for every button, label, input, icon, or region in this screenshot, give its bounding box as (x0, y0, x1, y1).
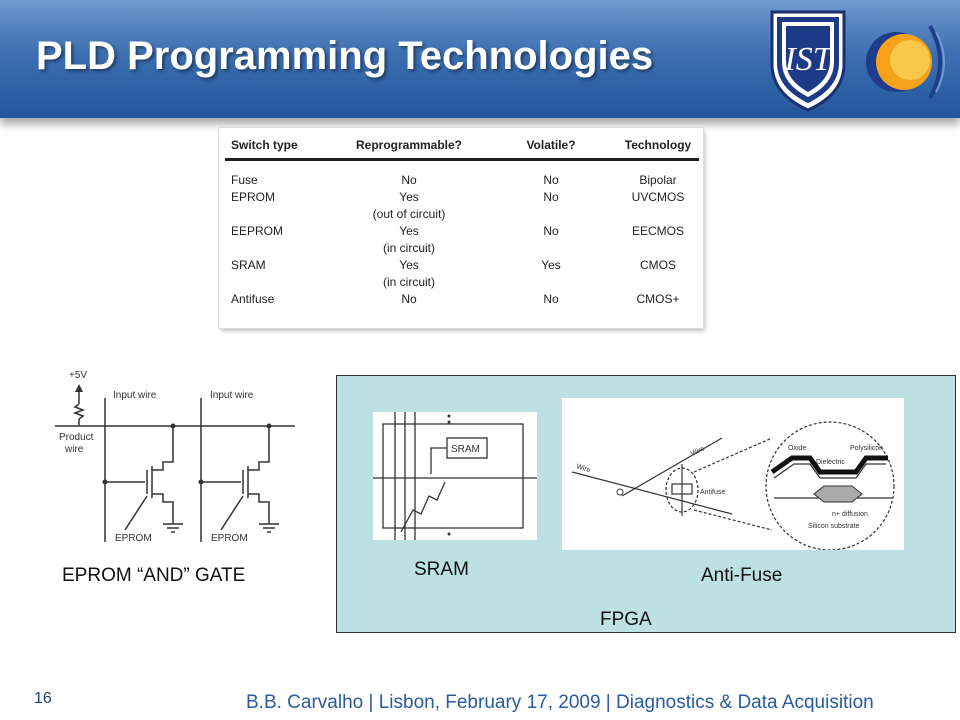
table-cell: SRAM (231, 258, 266, 272)
svg-text:IST: IST (783, 41, 833, 78)
table-row: Fuse No No Bipolar (225, 172, 699, 189)
table-cell (225, 274, 333, 291)
table-cell: No (543, 292, 559, 306)
table-cell: No (543, 224, 559, 238)
table-cell (617, 240, 699, 257)
table-cell (617, 206, 699, 223)
table-cell: CMOS+ (636, 292, 680, 306)
table-cell: No (543, 173, 559, 187)
diffusion-label: n+ diffusion (832, 511, 868, 518)
table-cell: Yes (399, 224, 419, 238)
slide-footer: B.B. Carvalho | Lisbon, February 17, 200… (246, 692, 874, 713)
antifuse-caption: Anti-Fuse (701, 565, 783, 586)
column-header: Reprogrammable? (333, 134, 485, 161)
table-header-row: Switch type Reprogrammable? Volatile? Te… (225, 134, 699, 161)
table-cell: Fuse (231, 173, 258, 187)
oxide-label: Oxide (788, 445, 806, 452)
table-cell (617, 274, 699, 291)
table-cell: CMOS (640, 258, 676, 272)
sram-caption: SRAM (414, 559, 469, 580)
table-cell: EPROM (231, 190, 276, 204)
ist-shield-logo: IST (770, 10, 846, 112)
table-cell: (in circuit) (382, 241, 435, 255)
product-wire-label: wire (64, 444, 84, 455)
table-row: EEPROM Yes No EECMOS (225, 223, 699, 240)
antifuse-label: Antifuse (700, 489, 725, 496)
sram-cell-label: SRAM (451, 444, 480, 455)
column-header: Volatile? (485, 134, 617, 161)
eprom-cell-label: EPROM (211, 533, 248, 544)
table-cell: EECMOS (631, 224, 684, 238)
slide-title: PLD Programming Technologies (36, 34, 654, 78)
table-cell: Yes (399, 190, 419, 204)
table-cell: (out of circuit) (372, 207, 446, 221)
eprom-and-gate-caption: EPROM “AND” GATE (62, 565, 246, 586)
input-wire-label: Input wire (210, 390, 254, 401)
switch-comparison-table: Switch type Reprogrammable? Volatile? Te… (219, 128, 703, 328)
table-cell: Yes (541, 258, 561, 272)
substrate-label: Silicon substrate (808, 523, 859, 530)
table-cell: No (543, 190, 559, 204)
column-header: Technology (617, 134, 699, 161)
wire-label: Wire (575, 463, 591, 474)
sram-switch-diagram: SRAM (373, 412, 537, 540)
page-number: 16 (34, 690, 52, 707)
eprom-and-gate-diagram: +5V Product wire Input wire Input wire E… (55, 370, 295, 544)
ipfn-logo (866, 25, 945, 99)
column-header: Switch type (225, 134, 333, 161)
table-cell (225, 206, 333, 223)
table-cell: UVCMOS (631, 190, 685, 204)
table-row: (in circuit) (225, 240, 699, 257)
product-wire-label: Product (59, 432, 94, 443)
table-cell: Antifuse (231, 292, 275, 306)
table-cell: EEPROM (231, 224, 284, 238)
table-cell (485, 274, 617, 291)
table-cell (485, 206, 617, 223)
table-row: Antifuse No No CMOS+ (225, 291, 699, 308)
polysilicon-label: Polysilicon (850, 445, 883, 452)
fpga-caption: FPGA (600, 609, 652, 630)
table-row: (out of circuit) (225, 206, 699, 223)
table-row: SRAM Yes Yes CMOS (225, 257, 699, 274)
dielectric-label: Dielectric (816, 459, 845, 466)
table-cell: No (401, 292, 417, 306)
table-row: (in circuit) (225, 274, 699, 291)
table-cell: Bipolar (639, 173, 677, 187)
input-wire-label: Input wire (113, 390, 157, 401)
table-cell (485, 240, 617, 257)
switch-table: Switch type Reprogrammable? Volatile? Te… (225, 134, 699, 308)
table-cell: No (401, 173, 417, 187)
antifuse-diagram: Wire Wire Antifuse Oxide Dielectric Poly… (562, 398, 904, 550)
table-cell: Yes (399, 258, 419, 272)
table-cell (225, 240, 333, 257)
table-cell: (in circuit) (382, 275, 435, 289)
eprom-cell-label: EPROM (115, 533, 152, 544)
supply-label: +5V (69, 370, 87, 381)
table-row: EPROM Yes No UVCMOS (225, 189, 699, 206)
